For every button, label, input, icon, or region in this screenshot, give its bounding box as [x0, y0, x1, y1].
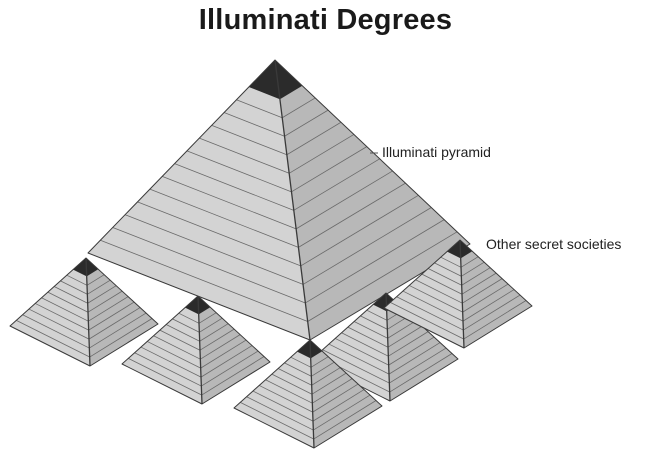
label-other-secret-societies: Other secret societies	[486, 236, 621, 252]
label-illuminati-pyramid: Illuminati pyramid	[382, 144, 491, 160]
small-pyramid-far-right-right-face	[460, 240, 532, 348]
small-pyramid-far-left	[10, 258, 158, 366]
small-pyramid-far-left-left-face	[10, 258, 90, 366]
